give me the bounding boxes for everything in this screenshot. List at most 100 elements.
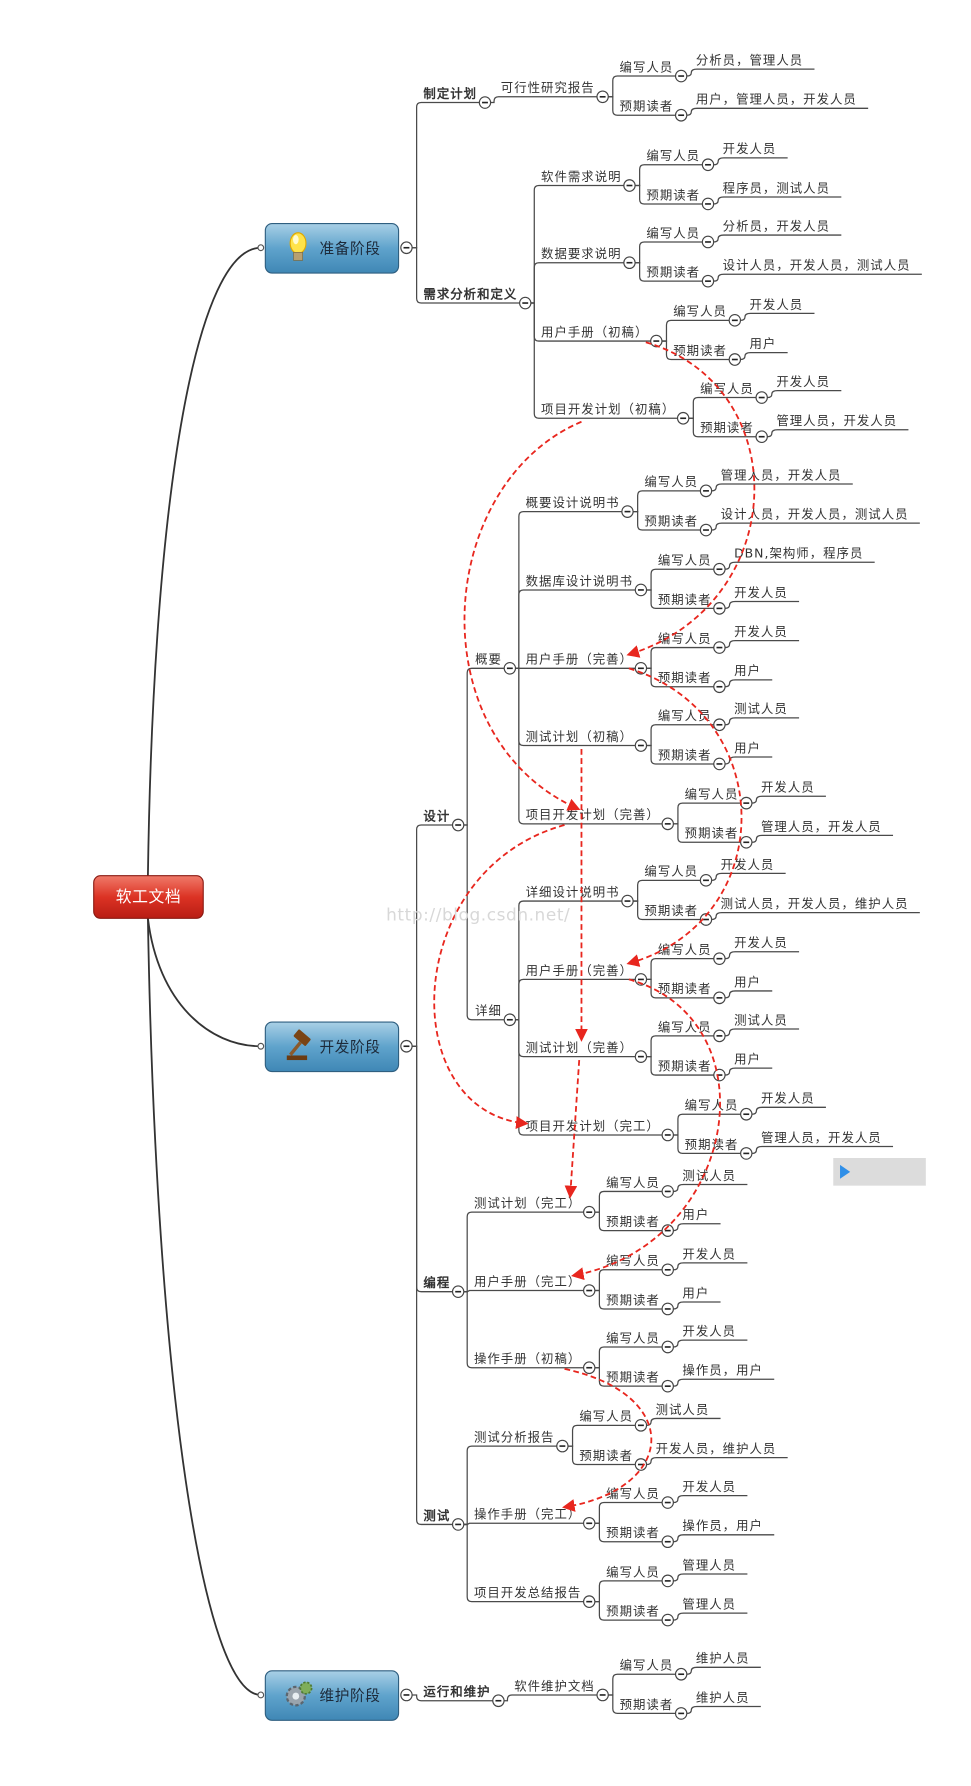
- relation-arrow: [562, 1367, 653, 1512]
- writers-role-value: 开发人员: [750, 297, 804, 312]
- collapse-button[interactable]: [634, 583, 648, 597]
- collapse-button[interactable]: [713, 952, 726, 966]
- collapse-button[interactable]: [661, 1574, 674, 1588]
- collapse-button[interactable]: [676, 411, 690, 425]
- collapse-button[interactable]: [755, 430, 768, 444]
- collapse-button[interactable]: [713, 680, 726, 694]
- collapse-button[interactable]: [661, 1340, 674, 1354]
- collapse-button[interactable]: [674, 1667, 688, 1681]
- collapse-button[interactable]: [701, 158, 715, 172]
- document-label: 项目开发计划（完工）: [526, 1118, 660, 1133]
- collapse-button[interactable]: [621, 894, 634, 908]
- collapse-button[interactable]: [755, 391, 768, 404]
- collapse-button[interactable]: [713, 1029, 726, 1043]
- writers-role-label: 编写人员: [646, 148, 700, 163]
- collapse-button[interactable]: [661, 1613, 674, 1627]
- connector-layer: [147, 68, 922, 1715]
- leaf-line: [673, 1301, 721, 1310]
- stage-node[interactable]: 维护阶段: [257, 1670, 400, 1721]
- leaf-line: [725, 561, 875, 570]
- collapse-button[interactable]: [400, 1039, 413, 1053]
- collapse-button[interactable]: [713, 641, 726, 654]
- collapse-button[interactable]: [400, 1688, 413, 1702]
- collapse-button[interactable]: [451, 1518, 465, 1531]
- branch-line: [412, 1045, 453, 1293]
- collapse-button[interactable]: [634, 1419, 648, 1432]
- collapse-button[interactable]: [583, 1284, 596, 1297]
- collapse-button[interactable]: [661, 1185, 674, 1198]
- collapse-button[interactable]: [519, 296, 532, 310]
- collapse-button[interactable]: [623, 256, 636, 270]
- collapse-button[interactable]: [701, 274, 715, 288]
- leaf-line: [725, 600, 800, 610]
- collapse-button[interactable]: [713, 602, 726, 615]
- collapse-button[interactable]: [661, 1379, 674, 1393]
- collapse-button[interactable]: [400, 241, 413, 255]
- leaf-line: [673, 1378, 775, 1387]
- collapse-button[interactable]: [661, 1302, 674, 1316]
- collapse-button[interactable]: [661, 1224, 674, 1237]
- collapse-button[interactable]: [661, 1263, 674, 1277]
- document-label: 测试计划（完善）: [526, 1040, 633, 1055]
- collapse-button[interactable]: [492, 1694, 505, 1708]
- stage-node[interactable]: 开发阶段: [257, 1021, 400, 1073]
- collapse-button[interactable]: [621, 505, 634, 518]
- collapse-button[interactable]: [583, 1205, 596, 1219]
- collapse-button[interactable]: [740, 835, 753, 849]
- writers-role-label: 编写人员: [658, 552, 712, 567]
- collapse-button[interactable]: [503, 1013, 517, 1027]
- readers-role-value: 开发人员: [734, 585, 788, 600]
- collapse-button[interactable]: [699, 523, 713, 537]
- writers-role-value: 维护人员: [696, 1651, 750, 1666]
- collapse-button[interactable]: [596, 1688, 609, 1702]
- collapse-button[interactable]: [583, 1516, 596, 1530]
- collapse-button[interactable]: [556, 1439, 569, 1453]
- branch-line: [530, 262, 624, 304]
- collapse-button[interactable]: [713, 757, 726, 771]
- collapse-button[interactable]: [451, 818, 465, 832]
- play-widget[interactable]: [833, 1158, 926, 1186]
- watermark: http://blog.csdn.net/: [386, 906, 570, 926]
- collapse-button[interactable]: [713, 718, 726, 732]
- collapse-button[interactable]: [623, 179, 636, 192]
- leaf-line: [711, 522, 920, 531]
- collapse-button[interactable]: [674, 1707, 688, 1720]
- collapse-button[interactable]: [661, 1496, 674, 1509]
- collapse-button[interactable]: [701, 235, 715, 249]
- leaf-line: [686, 1666, 761, 1675]
- collapse-button[interactable]: [674, 69, 688, 83]
- readers-role-label: 预期读者: [606, 1292, 660, 1307]
- branch-line: [633, 900, 701, 921]
- stage-node[interactable]: 准备阶段: [257, 222, 400, 274]
- collapse-button[interactable]: [596, 90, 609, 104]
- collapse-button[interactable]: [740, 796, 753, 810]
- collapse-button[interactable]: [701, 197, 715, 211]
- writers-role-value: 测试人员: [656, 1402, 710, 1417]
- leaf-line: [711, 483, 853, 492]
- collapse-button[interactable]: [478, 96, 492, 109]
- collapse-button[interactable]: [451, 1285, 465, 1299]
- collapse-button[interactable]: [583, 1595, 596, 1608]
- leaf-line: [713, 273, 922, 282]
- collapse-button[interactable]: [634, 739, 648, 752]
- collapse-button[interactable]: [634, 1050, 648, 1063]
- collapse-button[interactable]: [699, 484, 713, 498]
- collapse-button[interactable]: [740, 1107, 753, 1121]
- collapse-button[interactable]: [650, 334, 663, 348]
- collapse-button[interactable]: [583, 1361, 596, 1375]
- collapse-button[interactable]: [740, 1147, 753, 1160]
- root-node[interactable]: 软工文档: [93, 875, 204, 919]
- collapse-button[interactable]: [661, 1535, 674, 1549]
- collapse-button[interactable]: [699, 873, 713, 887]
- collapse-button[interactable]: [713, 1068, 726, 1082]
- collapse-button[interactable]: [661, 1128, 674, 1142]
- collapse-button[interactable]: [713, 991, 726, 1005]
- collapse-button[interactable]: [728, 313, 742, 327]
- collapse-button[interactable]: [699, 913, 713, 926]
- collapse-button[interactable]: [728, 353, 742, 366]
- collapse-button[interactable]: [674, 108, 688, 122]
- collapse-button[interactable]: [713, 562, 726, 576]
- collapse-button[interactable]: [661, 817, 674, 831]
- collapse-button[interactable]: [503, 661, 517, 675]
- writers-role-label: 编写人员: [673, 304, 727, 319]
